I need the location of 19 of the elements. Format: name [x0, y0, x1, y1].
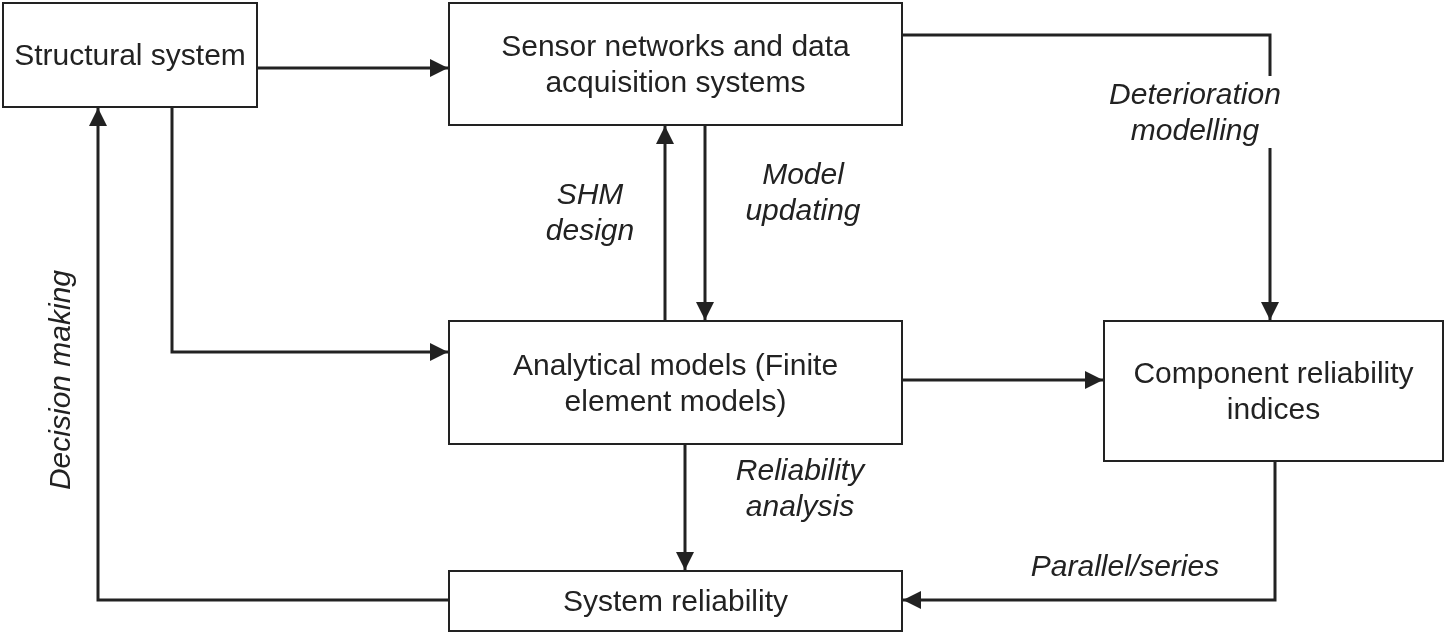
arrow	[696, 126, 714, 320]
arrow	[258, 59, 448, 77]
box-label: Sensor networks and data acquisition systems	[500, 28, 851, 100]
process-box	[448, 570, 903, 632]
arrow	[656, 126, 674, 320]
arrow	[903, 33, 1279, 320]
arrow	[170, 108, 448, 361]
box-label: Component reliability indices	[1132, 355, 1415, 427]
process-box	[1103, 320, 1444, 462]
process-box	[448, 2, 903, 126]
process-box	[448, 320, 903, 445]
arrow	[903, 371, 1103, 389]
arrow	[89, 108, 448, 602]
box-label: Structural system	[13, 37, 247, 73]
arrow	[903, 462, 1277, 609]
arrow	[676, 445, 694, 570]
box-label: System reliability	[561, 583, 790, 619]
process-box	[2, 2, 258, 108]
box-label: Analytical models (Finite element models)	[511, 346, 840, 419]
